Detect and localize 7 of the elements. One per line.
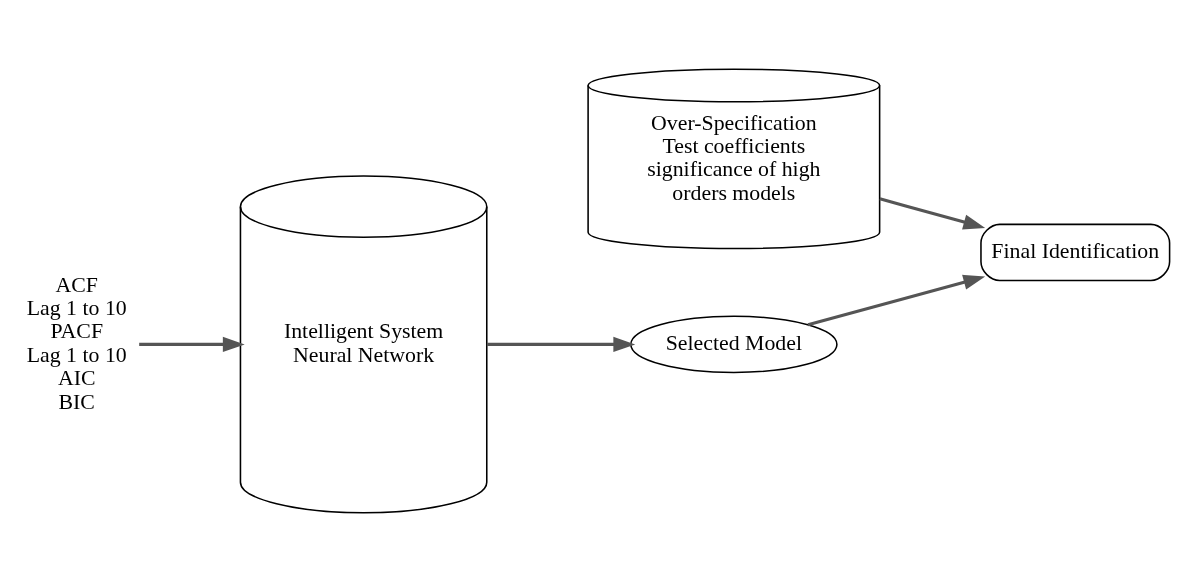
node-box: Final Identification	[980, 223, 1171, 281]
arrow	[807, 274, 986, 326]
arrow	[486, 336, 636, 352]
arrow	[139, 336, 245, 352]
arrow	[879, 196, 986, 229]
node-text: ACF Lag 1 to 10 PACF Lag 1 to 10 AIC BIC	[26, 272, 127, 414]
node-ellipse: Selected Model	[630, 315, 838, 373]
